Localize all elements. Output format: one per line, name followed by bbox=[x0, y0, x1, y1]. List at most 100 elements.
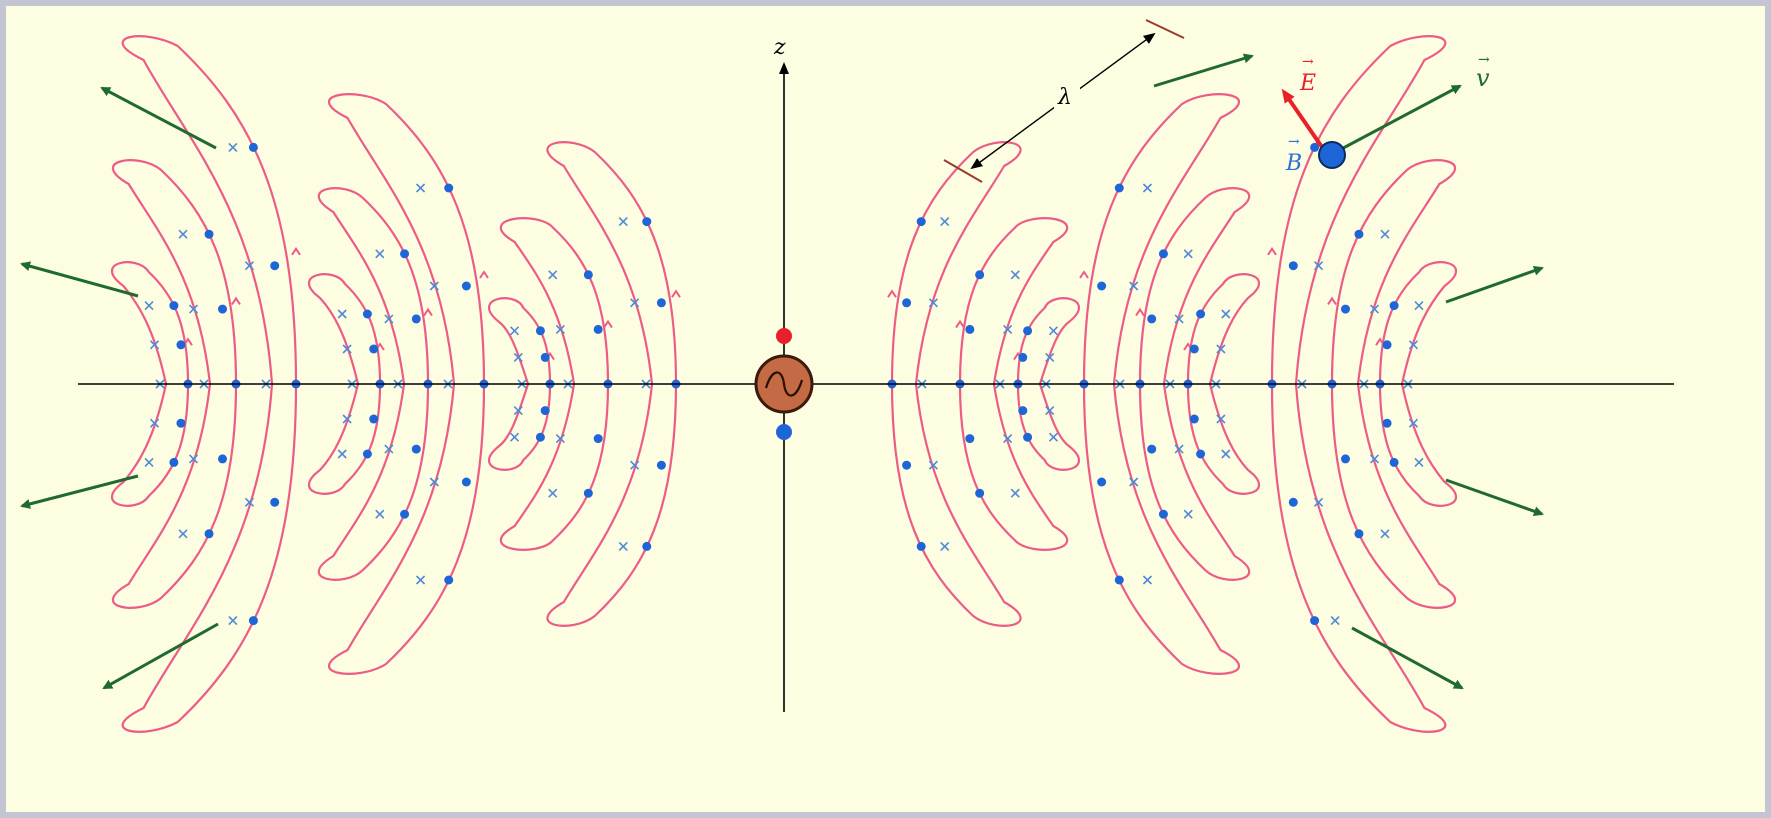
field-cross-59 bbox=[1221, 309, 1231, 319]
z-axis-label: z bbox=[773, 35, 786, 60]
e-field-vector bbox=[1281, 88, 1326, 152]
field-cross-175 bbox=[149, 340, 160, 350]
field-cross-56 bbox=[1216, 414, 1226, 424]
field-dot-164 bbox=[218, 454, 228, 464]
field-dot-54 bbox=[1189, 414, 1199, 424]
field-cross-80 bbox=[1380, 529, 1390, 539]
field-dot-27 bbox=[1023, 326, 1033, 336]
field-dot-53 bbox=[1189, 344, 1199, 354]
field-dot-124 bbox=[461, 477, 471, 487]
negative-charge bbox=[776, 424, 792, 440]
field-dot-174 bbox=[176, 418, 186, 428]
field-dot-83 bbox=[1382, 340, 1392, 350]
field-dot-8 bbox=[916, 541, 926, 551]
radiation-arrow-1 bbox=[1445, 265, 1544, 304]
field-dot-108 bbox=[583, 488, 593, 498]
field-cross-60 bbox=[1221, 449, 1231, 459]
field-dot-14 bbox=[965, 434, 975, 444]
field-cross-79 bbox=[1380, 229, 1390, 239]
field-cross-165 bbox=[188, 304, 199, 314]
field-dot-137 bbox=[400, 249, 410, 259]
field-dot-43 bbox=[1147, 314, 1157, 324]
field-dot-133 bbox=[411, 314, 421, 324]
field-cross-156 bbox=[244, 497, 255, 507]
velocity-vector bbox=[1331, 84, 1462, 156]
field-cross-9 bbox=[940, 217, 950, 227]
field-cross-139 bbox=[375, 249, 385, 259]
field-dot-64 bbox=[1288, 497, 1298, 507]
field-cross-39 bbox=[1142, 183, 1153, 193]
field-direction-arrow-left-8 bbox=[231, 296, 241, 305]
field-dot-68 bbox=[1310, 616, 1320, 626]
field-cross-150 bbox=[337, 449, 347, 459]
field-cross-55 bbox=[1216, 344, 1226, 354]
field-cross-16 bbox=[1003, 434, 1013, 444]
radiation-arrow-6 bbox=[20, 261, 139, 298]
velocity-vector-mark: → bbox=[1478, 52, 1490, 68]
field-cross-20 bbox=[1010, 488, 1020, 498]
field-direction-arrow-left-4 bbox=[479, 270, 489, 279]
field-direction-arrow-left-9 bbox=[183, 337, 193, 346]
field-dot-13 bbox=[965, 324, 975, 334]
field-direction-arrow-left-2 bbox=[603, 319, 613, 329]
field-cross-46 bbox=[1174, 444, 1184, 454]
e-field-label: E bbox=[1299, 71, 1316, 96]
field-cross-145 bbox=[342, 344, 352, 354]
field-cross-29 bbox=[1048, 326, 1059, 336]
field-cross-90 bbox=[1414, 457, 1424, 467]
field-dot-44 bbox=[1147, 444, 1157, 454]
field-dot-127 bbox=[444, 183, 454, 193]
field-cross-76 bbox=[1369, 454, 1380, 464]
field-dot-178 bbox=[169, 457, 179, 467]
field-dot-87 bbox=[1389, 301, 1399, 311]
field-dot-3 bbox=[902, 298, 912, 308]
field-dot-47 bbox=[1158, 249, 1168, 259]
field-cross-65 bbox=[1313, 261, 1324, 271]
field-dot-144 bbox=[369, 414, 379, 424]
radiation-arrow-7 bbox=[20, 474, 139, 509]
field-dot-37 bbox=[1114, 183, 1124, 193]
field-cross-119 bbox=[509, 326, 520, 336]
field-cross-10 bbox=[940, 541, 950, 551]
field-dot-4 bbox=[902, 460, 912, 470]
field-cross-160 bbox=[228, 616, 238, 626]
field-cross-176 bbox=[149, 418, 160, 428]
e-field-vector-mark: → bbox=[1302, 54, 1314, 70]
field-dot-143 bbox=[369, 344, 379, 354]
field-direction-arrow-right-7 bbox=[1267, 246, 1277, 256]
field-direction-arrow-right-8 bbox=[1327, 296, 1337, 305]
b-field-point bbox=[1318, 141, 1346, 169]
field-dot-157 bbox=[248, 142, 258, 152]
field-dot-177 bbox=[169, 301, 179, 311]
field-cross-36 bbox=[1129, 477, 1139, 487]
field-direction-arrow-right-4 bbox=[1079, 270, 1089, 279]
field-cross-49 bbox=[1183, 249, 1193, 259]
field-cross-105 bbox=[555, 324, 565, 334]
field-cross-75 bbox=[1369, 304, 1380, 314]
field-dot-107 bbox=[583, 270, 593, 280]
field-cross-6 bbox=[928, 460, 938, 470]
field-direction-arrow-right-5 bbox=[1135, 307, 1145, 317]
field-cross-180 bbox=[144, 457, 154, 467]
field-cross-5 bbox=[928, 298, 938, 308]
field-dot-138 bbox=[400, 509, 410, 519]
field-dot-153 bbox=[270, 261, 280, 271]
field-cross-100 bbox=[618, 541, 628, 551]
field-dot-128 bbox=[444, 575, 454, 585]
field-dot-38 bbox=[1114, 575, 1124, 585]
field-dot-168 bbox=[204, 529, 214, 539]
radiation-arrow-8 bbox=[102, 622, 219, 690]
field-vectors: E → B → v → bbox=[1281, 52, 1490, 176]
field-dot-103 bbox=[593, 324, 603, 334]
field-dot-73 bbox=[1340, 304, 1350, 314]
field-cross-146 bbox=[342, 414, 352, 424]
field-dot-134 bbox=[411, 444, 421, 454]
figure-panel: z λ E → bbox=[6, 6, 1765, 812]
field-dot-154 bbox=[270, 497, 280, 507]
field-cross-15 bbox=[1003, 324, 1013, 334]
dipole-radiation-diagram: z λ E → bbox=[20, 19, 1674, 733]
field-dot-88 bbox=[1389, 457, 1399, 467]
field-dot-113 bbox=[540, 352, 550, 362]
field-dot-28 bbox=[1023, 432, 1033, 442]
field-cross-99 bbox=[618, 217, 628, 227]
